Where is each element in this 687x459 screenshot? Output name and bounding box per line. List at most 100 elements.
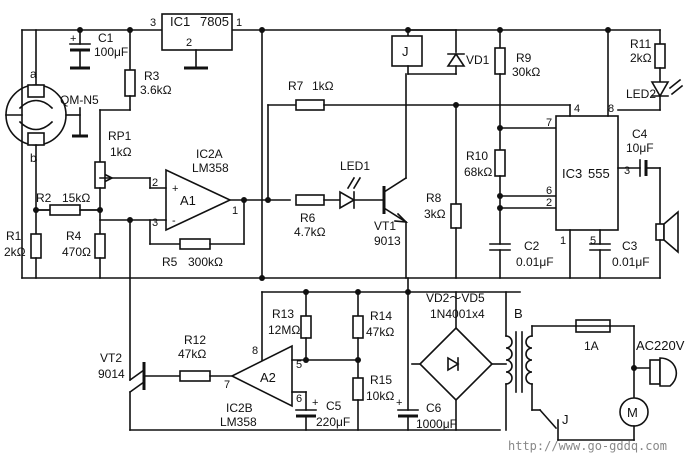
ic1-label: IC1 bbox=[170, 14, 190, 29]
c1-value: 100μF bbox=[94, 45, 128, 59]
ic1-pin1: 1 bbox=[236, 17, 242, 29]
r8-resistor: R8 3kΩ bbox=[424, 104, 462, 279]
r7-label: R7 bbox=[288, 79, 304, 93]
r5-resistor: R5 300kΩ bbox=[149, 199, 245, 269]
r2-value: 15kΩ bbox=[62, 191, 90, 205]
r11-resistor: R11 2kΩ bbox=[630, 29, 666, 83]
r10-value: 68kΩ bbox=[464, 165, 492, 179]
sensor-label: QM-N5 bbox=[60, 93, 99, 107]
r3-label: R3 bbox=[144, 69, 160, 83]
c4-value: 10μF bbox=[626, 141, 654, 155]
ic1-part: 7805 bbox=[200, 14, 229, 29]
c3-value: 0.01μF bbox=[612, 255, 650, 269]
c2-label: C2 bbox=[524, 239, 540, 253]
led1-diode: LED1 bbox=[339, 159, 383, 210]
ic3-part: 555 bbox=[588, 166, 610, 181]
c3-label: C3 bbox=[622, 239, 638, 253]
r12-resistor: R12 47kΩ bbox=[178, 333, 233, 382]
r7-value: 1kΩ bbox=[312, 79, 334, 93]
a1-pin2: 2 bbox=[152, 177, 158, 189]
c2-value: 0.01μF bbox=[516, 255, 554, 269]
a1-plus: + bbox=[172, 183, 178, 195]
r13-value: 12MΩ bbox=[268, 323, 300, 337]
fuse: 1A bbox=[575, 319, 637, 411]
a2-pin6: 6 bbox=[296, 393, 302, 405]
r1-value: 2kΩ bbox=[4, 245, 26, 259]
sensor-b: b bbox=[30, 151, 37, 165]
r3-resistor: R3 3.6kΩ bbox=[99, 27, 172, 111]
a2-pin5: 5 bbox=[296, 359, 302, 371]
qm-n5-sensor: a b QM-N5 bbox=[5, 29, 99, 165]
ic1-regulator: IC1 7805 3 1 2 bbox=[150, 13, 503, 70]
c6-capacitor: + C6 1000μF bbox=[396, 277, 457, 431]
r15-label: R15 bbox=[370, 373, 392, 387]
ic1-pin3: 3 bbox=[150, 17, 156, 29]
r1-resistor: R1 2kΩ bbox=[4, 209, 42, 279]
r8-label: R8 bbox=[426, 191, 442, 205]
ic3-pin5: 5 bbox=[590, 235, 596, 247]
c5-label: C5 bbox=[326, 399, 342, 413]
transformer: B bbox=[505, 291, 577, 431]
relay-switch: J bbox=[531, 408, 635, 441]
transformer-label: B bbox=[514, 306, 523, 321]
r11-value: 2kΩ bbox=[630, 51, 652, 65]
switch-label: J bbox=[562, 412, 569, 427]
ic2a-part: LM358 bbox=[192, 161, 229, 175]
r14-label: R14 bbox=[370, 309, 392, 323]
a2-pin8: 8 bbox=[252, 345, 258, 357]
r2-resistor: R2 15kΩ bbox=[33, 191, 101, 216]
c5-capacitor: + C5 220μF bbox=[295, 397, 350, 431]
lower-rails bbox=[129, 275, 521, 431]
r6-resistor: R6 4.7kΩ bbox=[294, 194, 341, 239]
ic3-label: IC3 bbox=[562, 166, 582, 181]
a1-pin3: 3 bbox=[152, 217, 158, 229]
a1-pin1: 1 bbox=[232, 205, 238, 217]
led2-diode: LED2 bbox=[617, 78, 684, 111]
a1-minus: - bbox=[172, 215, 176, 227]
ic3-pin3: 3 bbox=[624, 165, 630, 177]
motor-label: M bbox=[627, 405, 638, 420]
r13-label: R13 bbox=[272, 307, 294, 321]
ic3-pin7: 7 bbox=[546, 117, 552, 129]
r4-value: 470Ω bbox=[62, 245, 91, 259]
bridge-rectifier: VD2～VD5 1N4001x4 bbox=[411, 291, 507, 431]
ic3-pin1: 1 bbox=[560, 235, 566, 247]
ic3-pin6: 6 bbox=[546, 185, 552, 197]
r13-resistor: R13 12MΩ bbox=[268, 291, 312, 363]
r9-value: 30kΩ bbox=[512, 65, 540, 79]
c4-label: C4 bbox=[632, 127, 648, 141]
r9-label: R9 bbox=[516, 51, 532, 65]
r3-value: 3.6kΩ bbox=[140, 83, 172, 97]
r6-value: 4.7kΩ bbox=[294, 225, 326, 239]
r15-value: 10kΩ bbox=[366, 389, 394, 403]
fuse-label: 1A bbox=[584, 339, 599, 353]
vt1-part: 9013 bbox=[374, 234, 401, 248]
watermark: http://www.go-gddq.com bbox=[508, 439, 667, 453]
vt2-transistor: VT2 9014 bbox=[98, 351, 181, 431]
c4-capacitor: C4 10μF bbox=[626, 127, 661, 177]
ic2b-label: IC2B bbox=[226, 401, 253, 415]
r6-label: R6 bbox=[300, 211, 316, 225]
ic2a-label: IC2A bbox=[196, 147, 223, 161]
a2-pin7: 7 bbox=[224, 379, 230, 391]
ic3-pin2: 2 bbox=[546, 197, 552, 209]
led2-label: LED2 bbox=[626, 87, 656, 101]
sensor-a: a bbox=[30, 67, 37, 81]
ac-plug-icon: AC220V bbox=[633, 338, 685, 387]
r8-value: 3kΩ bbox=[424, 207, 446, 221]
r7-resistor: R7 1kΩ bbox=[261, 29, 571, 279]
vt1-transistor: VT1 9013 bbox=[374, 73, 409, 279]
speaker-icon bbox=[655, 167, 679, 279]
ac-label: AC220V bbox=[636, 338, 685, 353]
r5-value: 300kΩ bbox=[188, 255, 223, 269]
c2-capacitor: C2 0.01μF bbox=[489, 239, 554, 279]
r11-label: R11 bbox=[630, 37, 651, 51]
c6-label: C6 bbox=[426, 401, 442, 415]
c6-value: 1000μF bbox=[416, 417, 457, 431]
r2-label: R2 bbox=[36, 191, 52, 205]
relay-coil: J VD1 bbox=[391, 29, 490, 75]
rp1-label: RP1 bbox=[108, 129, 132, 143]
motor-icon: M bbox=[619, 397, 649, 441]
c1-capacitor: + C1 100μF bbox=[69, 27, 128, 70]
